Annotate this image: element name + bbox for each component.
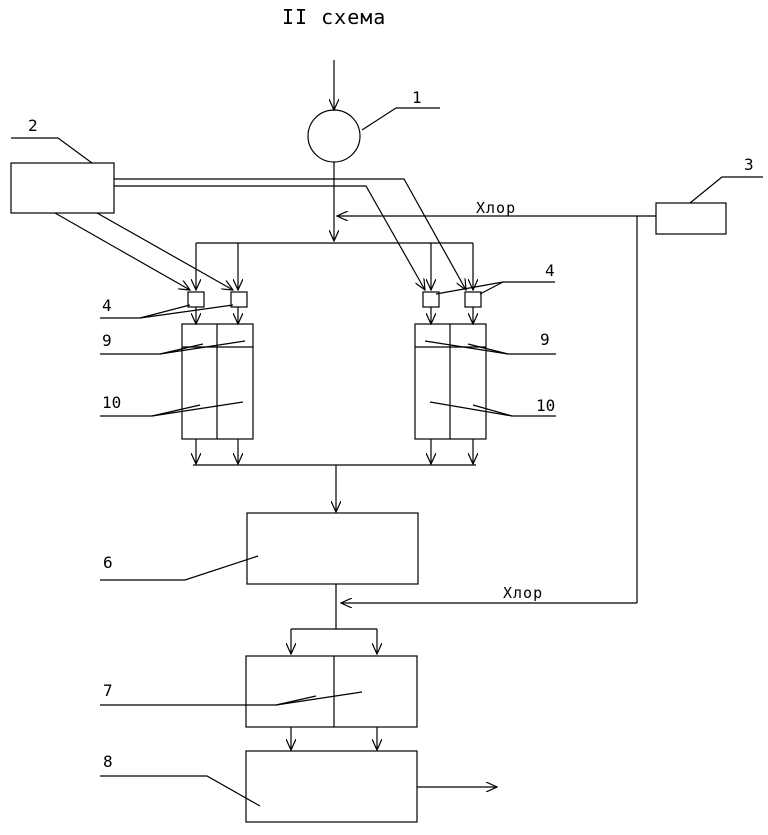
unit-1-leader	[361, 107, 440, 131]
unit-8-box	[245, 750, 418, 823]
unit-1-circle	[307, 109, 361, 163]
label-10-right-leader-b	[472, 404, 513, 417]
unit-2-leader	[11, 137, 93, 164]
label-1: 1	[412, 88, 422, 107]
label-9-left-leader-b	[159, 340, 246, 355]
doser-2	[230, 291, 248, 308]
unit-8-leader	[100, 775, 261, 807]
label-4-left-leader-a	[139, 304, 191, 319]
label-9-left: 9	[102, 331, 112, 350]
chlorine-label-bottom: Хлор	[503, 584, 543, 602]
unit-2-box	[10, 162, 115, 214]
label-4-right: 4	[545, 261, 555, 280]
unit-7-box	[245, 655, 418, 728]
label-8: 8	[103, 752, 113, 771]
diagram-title: II схема	[282, 5, 386, 29]
label-4-right-leader-a	[435, 281, 504, 295]
label-3: 3	[744, 155, 754, 174]
unit-3-leader	[689, 176, 763, 204]
label-7-leader-b	[275, 691, 363, 706]
reagent-line-4	[114, 178, 466, 290]
doser-1	[187, 291, 205, 308]
unit-6-box	[246, 512, 419, 585]
label-9-right: 9	[540, 330, 550, 349]
reagent-line-3	[114, 185, 425, 290]
reagent-line-2	[96, 212, 233, 290]
label-4-left: 4	[102, 296, 112, 315]
label-10-right: 10	[536, 396, 555, 415]
label-7: 7	[103, 681, 113, 700]
label-4-left-leader-b	[139, 304, 234, 319]
label-6: 6	[103, 553, 113, 572]
unit-6-leader	[100, 555, 259, 581]
label-10-left: 10	[102, 393, 121, 412]
label-9-right-leader-b	[467, 343, 509, 355]
chlorine-label-top: Хлор	[476, 199, 516, 217]
label-4-right-leader-b	[479, 281, 504, 295]
label-2: 2	[28, 116, 38, 135]
unit-3-box	[655, 202, 727, 235]
label-10-left-leader-b	[151, 401, 244, 417]
reagent-line-1	[54, 212, 190, 290]
doser-4	[464, 291, 482, 308]
label-10-right-leader-a	[429, 401, 513, 417]
label-9-right-leader-a	[424, 340, 509, 355]
